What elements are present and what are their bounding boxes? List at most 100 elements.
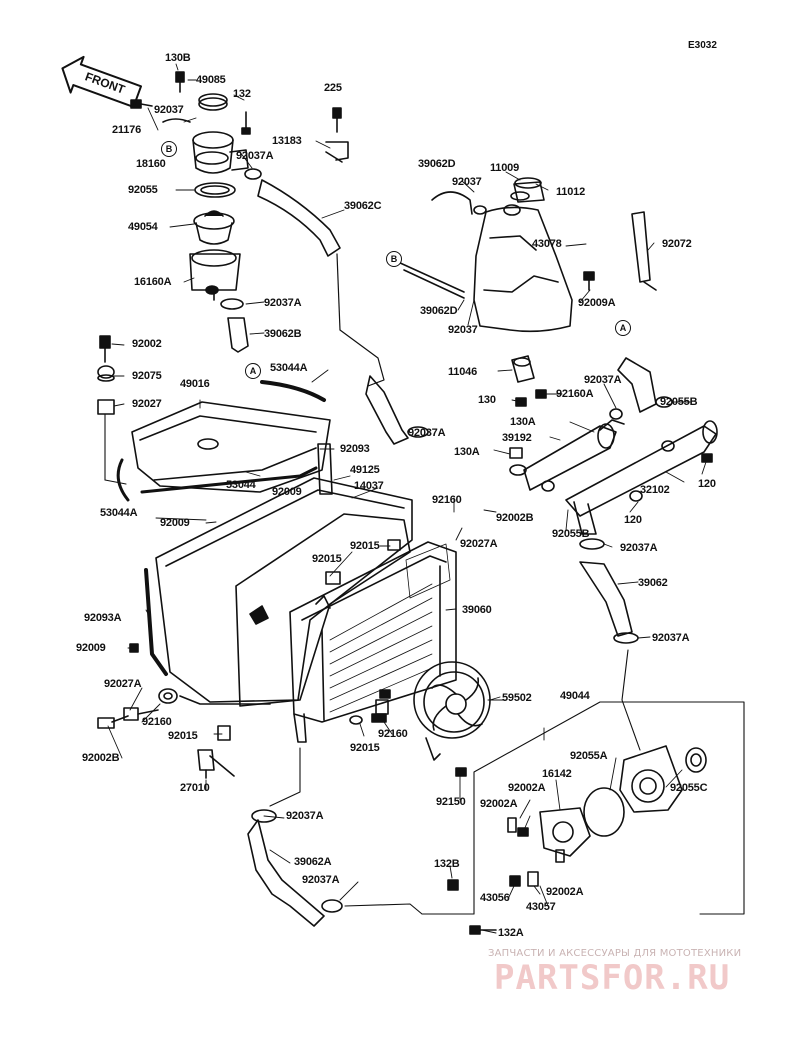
front-arrow (61, 55, 143, 108)
label-21176: 21176 (112, 124, 141, 136)
label-92009-2: 92009 (160, 517, 190, 529)
label-16142: 16142 (542, 768, 572, 780)
marker-a-left: A (245, 363, 261, 379)
label-92015-4: 92015 (350, 742, 380, 754)
fan-mount-parts (349, 689, 391, 725)
label-92160-left: 92160 (142, 716, 172, 728)
hose-39062 (579, 538, 641, 751)
fan-59502 (413, 661, 507, 761)
label-53044a: 53044A (270, 362, 308, 374)
label-92037a-r3: 92037A (620, 542, 658, 554)
label-39062d-2: 39062D (420, 305, 458, 317)
label-11046: 11046 (448, 366, 477, 378)
bracket-13183 (325, 107, 349, 163)
label-43057: 43057 (526, 901, 556, 913)
label-92002: 92002 (132, 338, 162, 350)
label-92055: 92055 (128, 184, 158, 196)
label-39062: 39062 (638, 577, 668, 589)
label-14037: 14037 (354, 480, 384, 492)
label-92037a-r: 92037A (584, 374, 622, 386)
diagram-code: E3032 (688, 40, 717, 51)
label-49016: 49016 (180, 378, 210, 390)
label-130: 130 (478, 394, 496, 406)
label-92027a-r: 92027A (460, 538, 498, 550)
label-92002a-3: 92002A (546, 886, 584, 898)
thermostat-assembly (130, 71, 262, 353)
label-43078: 43078 (532, 238, 562, 250)
label-92002b-left: 92002B (82, 752, 120, 764)
label-92072: 92072 (662, 238, 692, 250)
label-92009a: 92009A (578, 297, 616, 309)
radiator-cover (116, 380, 331, 502)
label-92002b-r: 92002B (496, 512, 534, 524)
label-132: 132 (233, 88, 251, 100)
label-92037a-low: 92037A (286, 810, 324, 822)
label-120-1: 120 (698, 478, 716, 490)
label-53044: 53044 (226, 479, 256, 491)
label-92009-3: 92009 (76, 642, 106, 654)
radiator-frame (144, 443, 413, 707)
label-92002a-2: 92002A (480, 798, 518, 810)
label-27010: 27010 (180, 782, 210, 794)
radiator-core (289, 539, 457, 743)
label-11012: 11012 (556, 186, 585, 198)
label-13183: 13183 (272, 135, 302, 147)
label-39062d: 39062D (418, 158, 456, 170)
label-49044: 49044 (560, 690, 590, 702)
label-92037a-r4: 92037A (652, 632, 690, 644)
marker-b-right: B (386, 251, 402, 267)
label-49085: 49085 (196, 74, 226, 86)
left-lower-parts (97, 643, 235, 779)
label-39192: 39192 (502, 432, 532, 444)
leader-lines (107, 63, 707, 934)
label-92037a-low2: 92037A (302, 874, 340, 886)
label-92027a-left: 92027A (104, 678, 142, 690)
label-92160-r: 92160 (432, 494, 462, 506)
label-92037-r: 92037 (452, 176, 482, 188)
label-92037a-mid: 92037A (408, 427, 446, 439)
label-130b: 130B (165, 52, 191, 64)
watermark-brand: PARTSFOR.RU (494, 958, 731, 998)
label-225: 225 (324, 82, 342, 94)
reservoir-tank (397, 177, 657, 333)
label-92009-mid: 92009 (272, 486, 302, 498)
marker-a-right: A (615, 320, 631, 336)
label-92075: 92075 (132, 370, 162, 382)
label-92015-top: 92015 (350, 540, 380, 552)
label-92055a: 92055A (570, 750, 608, 762)
label-92055b-2: 92055B (552, 528, 590, 540)
water-pump-group (421, 701, 745, 935)
label-92093a: 92093A (84, 612, 122, 624)
label-92160a: 92160A (556, 388, 594, 400)
label-16160a: 16160A (134, 276, 172, 288)
label-92027: 92027 (132, 398, 162, 410)
watermark-subtitle: ЗАПЧАСТИ И АКСЕССУАРЫ ДЛЯ МОТОТЕХНИКИ (488, 948, 742, 959)
label-39062a: 39062A (294, 856, 332, 868)
label-92002a-1: 92002A (508, 782, 546, 794)
label-39062b: 39062B (264, 328, 302, 340)
label-130a: 130A (510, 416, 536, 428)
label-92055b: 92055B (660, 396, 698, 408)
label-53044a-2: 53044A (100, 507, 138, 519)
label-32102: 32102 (640, 484, 670, 496)
label-11009: 11009 (490, 162, 519, 174)
label-132b: 132B (434, 858, 460, 870)
label-132a: 132A (498, 927, 524, 939)
label-18160: 18160 (136, 158, 166, 170)
label-92093: 92093 (340, 443, 370, 455)
label-39060: 39060 (462, 604, 492, 616)
label-92150: 92150 (436, 796, 466, 808)
label-92015-3: 92015 (168, 730, 198, 742)
label-49125: 49125 (350, 464, 380, 476)
label-92037-r2: 92037 (448, 324, 478, 336)
label-59502: 59502 (502, 692, 532, 704)
left-small-parts (97, 335, 127, 485)
label-92037-top: 92037 (154, 104, 184, 116)
label-92037a-top: 92037A (236, 150, 274, 162)
label-49054: 49054 (128, 221, 158, 233)
label-92160-mid: 92160 (378, 728, 408, 740)
hose-39062a (247, 747, 475, 927)
marker-b-left: B (161, 141, 177, 157)
label-120-2: 120 (624, 514, 642, 526)
